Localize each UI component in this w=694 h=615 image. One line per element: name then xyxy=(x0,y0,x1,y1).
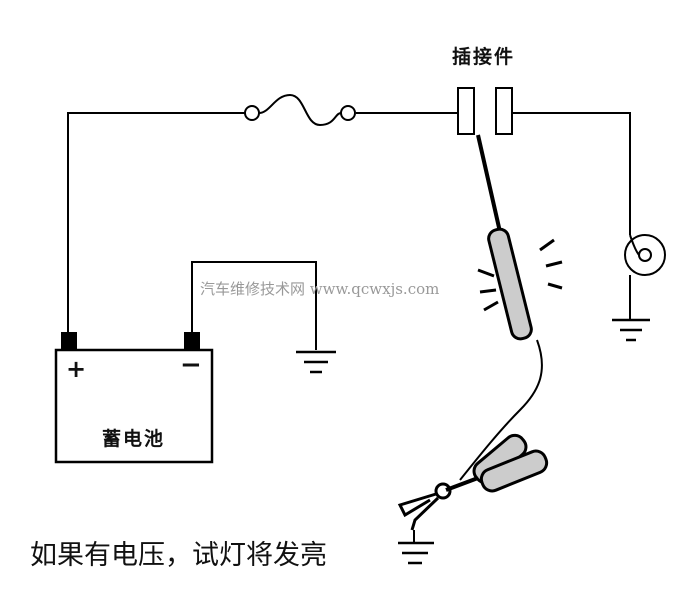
caption: 如果有电压，试灯将发亮 xyxy=(30,540,327,571)
battery-icon xyxy=(54,261,317,464)
connector-label: 插接件 xyxy=(452,46,516,68)
watermark: 汽车维修技术网 www.qcwxjs.com xyxy=(200,280,440,298)
test-light-probe-icon xyxy=(459,134,563,481)
battery-label: 蓄电池 xyxy=(102,428,166,450)
ground-icon xyxy=(398,541,434,565)
positive-terminal-label: + xyxy=(66,355,87,383)
ground-icon xyxy=(296,350,336,374)
fuse-icon xyxy=(244,93,356,127)
top-wire xyxy=(67,112,631,333)
connector-icon xyxy=(457,87,513,135)
ground-icon xyxy=(612,318,650,342)
glow-rays xyxy=(477,238,563,312)
alligator-clip-icon xyxy=(397,433,549,542)
negative-terminal-label: − xyxy=(180,350,202,380)
lamp-icon xyxy=(624,234,666,320)
